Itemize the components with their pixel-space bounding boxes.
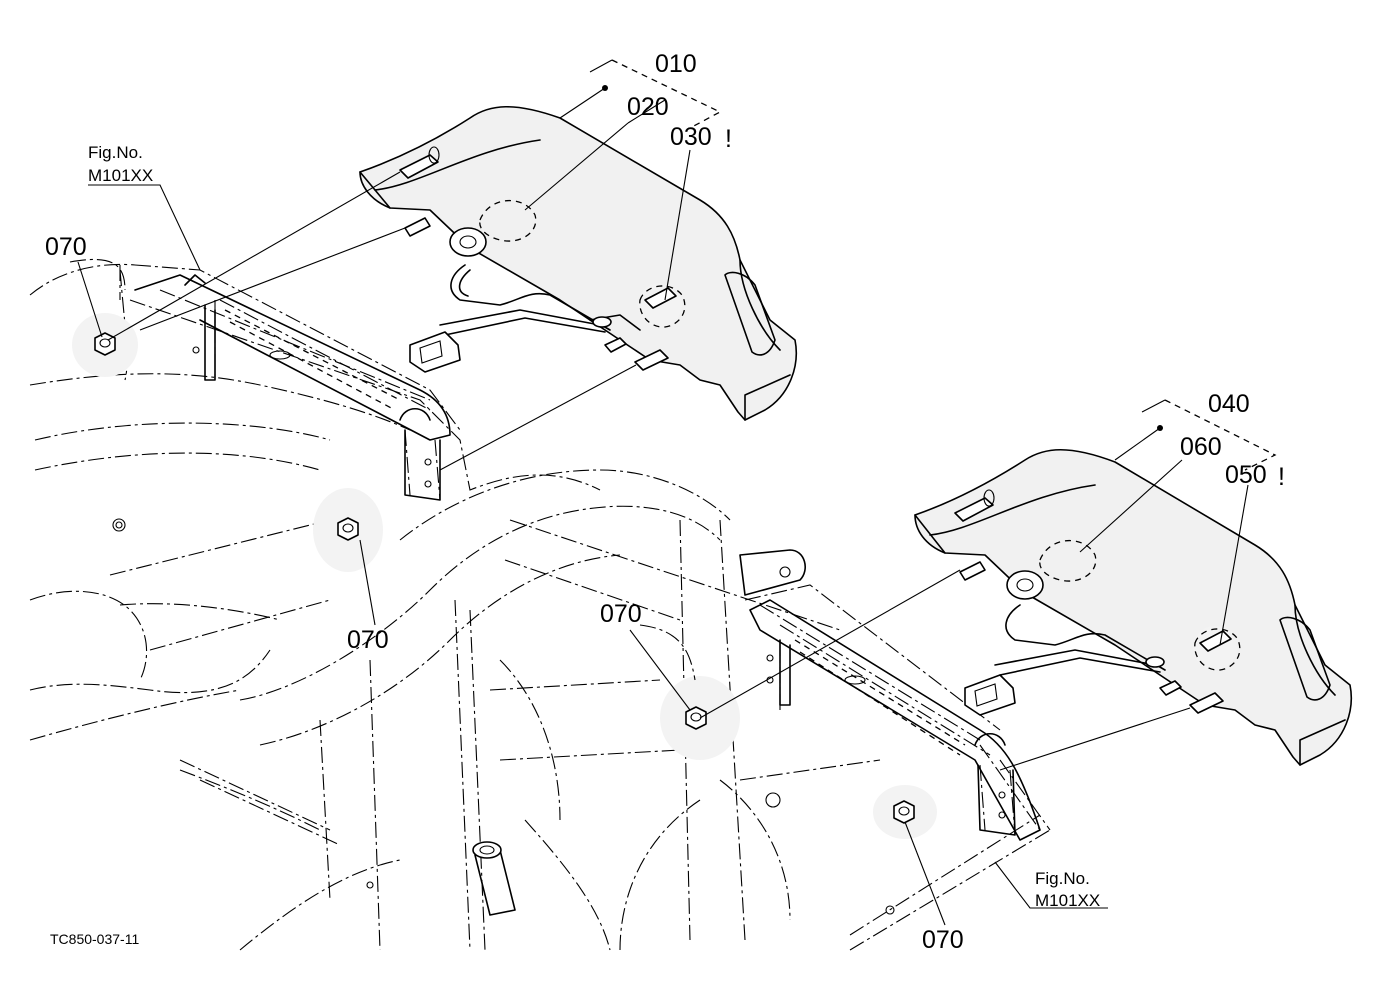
drawing-id: TC850-037-11 [50, 931, 139, 947]
lamp-assembly-010 [359, 105, 797, 421]
hole-mark [115, 521, 123, 529]
callout-070: 070 [600, 600, 642, 628]
nut-070-d [893, 800, 915, 824]
figure-reference-right: Fig.No. M101XX [1035, 869, 1100, 910]
callout-030: 030 [670, 123, 712, 151]
callout-030-marker: ! [725, 125, 732, 153]
fig-ref-label: Fig.No. [88, 143, 143, 162]
callout-070: 070 [347, 626, 389, 654]
callout-040: 040 [1208, 390, 1250, 418]
hole-mark [765, 792, 781, 808]
hole-mark [366, 881, 374, 889]
callout-060: 060 [1180, 433, 1222, 461]
mounting-bracket-right [739, 549, 806, 596]
callout-020: 020 [627, 93, 669, 121]
nut-070-a [94, 332, 116, 356]
detail-circle-060 [1039, 539, 1097, 582]
callout-050: 050 [1225, 461, 1267, 489]
gas-strut [472, 841, 516, 916]
leader-lines [69, 59, 1277, 926]
assembly-dot [602, 85, 608, 91]
assembly-dot [1157, 425, 1163, 431]
callout-070: 070 [922, 926, 964, 954]
callout-050-marker: ! [1278, 463, 1285, 491]
fig-ref-number: M101XX [88, 166, 153, 185]
hole-mark [112, 518, 126, 532]
nut-070-b [337, 517, 359, 541]
detail-circle-050 [1194, 628, 1241, 671]
assembly-lines [107, 171, 1191, 771]
frame-rail-right [749, 599, 1041, 841]
hole-mark [885, 905, 895, 915]
fig-ref-label: Fig.No. [1035, 869, 1090, 888]
lamp-assembly-040 [914, 448, 1352, 766]
callout-070: 070 [45, 233, 87, 261]
nut-070-c [685, 706, 707, 730]
detail-circle-020 [479, 199, 537, 242]
figure-reference-left: Fig.No. M101XX [88, 143, 153, 185]
detail-circle-030 [639, 285, 686, 328]
fig-ref-number: M101XX [1035, 891, 1100, 910]
callout-010: 010 [655, 50, 697, 78]
callout-labels: 010 020 030 ! 040 060 050 ! 070 070 070 … [45, 50, 1285, 954]
frame-rail-left [134, 274, 451, 501]
chassis-frame [29, 263, 1051, 951]
